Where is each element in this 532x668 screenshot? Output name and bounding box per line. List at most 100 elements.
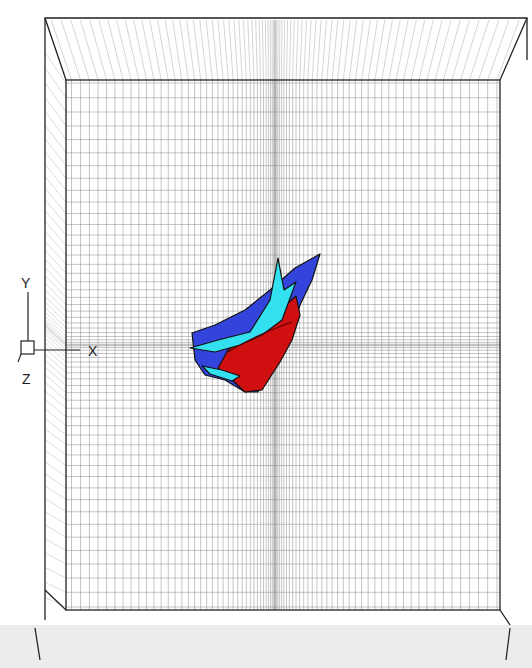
grid-line: [187, 20, 195, 80]
grid-line: [45, 382, 66, 400]
axis-label: Z: [22, 372, 31, 386]
grid-line: [180, 20, 189, 80]
grid-line: [66, 550, 500, 551]
grid-line: [193, 20, 200, 80]
grid-line: [368, 20, 377, 80]
grid-line: [274, 20, 275, 80]
grid-line: [435, 20, 451, 80]
grid-line: [275, 20, 276, 80]
grid-line: [66, 245, 500, 246]
grid-line: [355, 20, 363, 80]
grid-line: [45, 302, 66, 323]
grid-line: [66, 190, 500, 191]
grid-line: [45, 241, 66, 264]
grid-line: [212, 20, 218, 80]
grid-line: [45, 348, 66, 367]
grid-line: [279, 20, 280, 80]
grid-line: [45, 250, 66, 273]
grid-line: [45, 391, 66, 408]
grid-line: [45, 597, 66, 607]
grid-line: [276, 20, 277, 80]
grid-line: [317, 20, 321, 80]
grid-line: [45, 567, 66, 578]
grid-line: [66, 511, 500, 512]
grid-line: [45, 582, 66, 592]
grid-line: [45, 296, 66, 317]
grid-line: [66, 255, 500, 256]
grid-line: [45, 221, 66, 245]
grid-line: [45, 307, 66, 328]
grid-line: [224, 20, 229, 80]
grid-line: [45, 429, 66, 445]
grid-line: [66, 416, 500, 417]
grid-line: [66, 537, 500, 538]
grid-line: [293, 20, 295, 80]
grid-line: [200, 20, 207, 80]
grid-line: [267, 20, 269, 80]
mesh-grid: [45, 20, 519, 610]
grid-line: [45, 450, 66, 465]
grid-line: [117, 20, 131, 80]
grid-line: [90, 20, 107, 80]
grid-line: [66, 378, 500, 379]
grid-line: [349, 20, 356, 80]
grid-line: [332, 20, 338, 80]
grid-line: [45, 111, 66, 139]
grid-line: [277, 20, 278, 80]
grid-line: [45, 462, 66, 477]
grid-line: [45, 139, 66, 166]
grid-line: [362, 20, 371, 80]
grid-line: [66, 444, 500, 445]
grid-line: [283, 20, 285, 80]
grid-line: [275, 20, 276, 80]
grid-line: [389, 20, 400, 80]
grid-line: [45, 325, 66, 345]
grid-line: [66, 202, 500, 203]
grid-line: [404, 20, 417, 80]
grid-line: [45, 525, 66, 537]
grid-line: [45, 326, 66, 346]
grid-line: [252, 20, 254, 80]
grid-line: [66, 372, 500, 373]
axis-triad: [18, 292, 80, 362]
grid-line: [66, 392, 500, 393]
grid-line: [461, 20, 480, 80]
grid-line: [478, 20, 498, 80]
grid-line: [45, 283, 66, 305]
bottom-bar: [0, 625, 532, 668]
grid-line: [262, 20, 263, 80]
grid-line: [66, 111, 500, 112]
grid-line: [312, 20, 316, 80]
grid-line: [45, 498, 66, 511]
grid-line: [45, 164, 66, 190]
grid-line: [66, 425, 500, 426]
grid-line: [45, 83, 66, 112]
grid-line: [304, 20, 307, 80]
grid-line: [66, 564, 500, 565]
grid-line: [322, 20, 327, 80]
grid-line: [66, 264, 500, 265]
grid-line: [66, 524, 500, 525]
grid-line: [173, 20, 182, 80]
grid-line: [66, 454, 500, 455]
grid-line: [206, 20, 212, 80]
grid-line: [419, 20, 433, 80]
grid-line: [45, 511, 66, 524]
grid-line: [45, 400, 66, 417]
grid-line: [66, 83, 500, 84]
grid-line: [45, 231, 66, 255]
grid-line: [45, 474, 66, 488]
grid-line: [66, 400, 500, 401]
grid-line: [343, 20, 350, 80]
grid-line: [45, 176, 66, 202]
grid-line: [125, 20, 139, 80]
grid-line: [45, 330, 66, 350]
grid-line: [71, 20, 90, 80]
grid-line: [45, 152, 66, 179]
grid-line: [338, 20, 344, 80]
grid-line: [66, 487, 500, 488]
axis-label: Y: [21, 276, 30, 290]
grid-line: [66, 465, 500, 466]
grid-line: [382, 20, 393, 80]
grid-line: [45, 200, 66, 225]
